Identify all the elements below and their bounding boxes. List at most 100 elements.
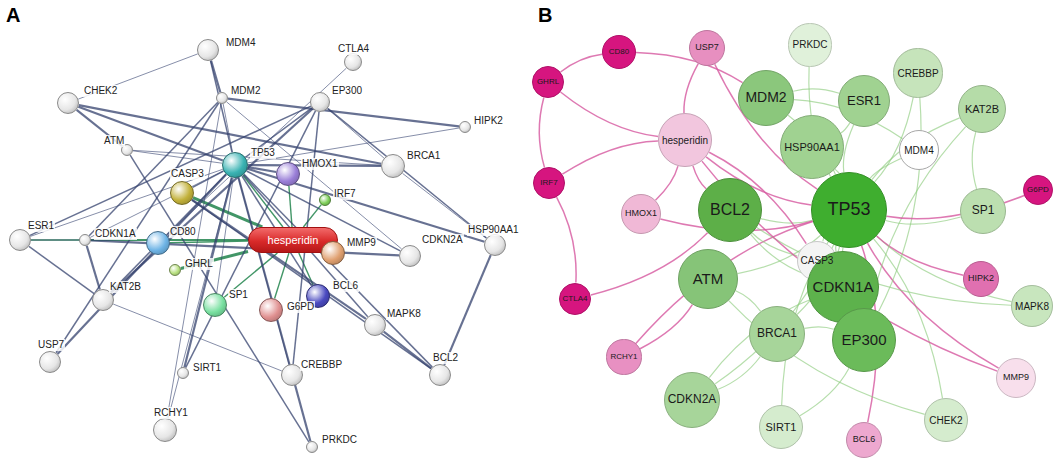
interaction-edge (736, 291, 761, 312)
network-node: ESR1 (838, 75, 890, 127)
node-label: RCHY1 (610, 353, 637, 362)
node-label: MDM4 (904, 145, 933, 156)
network-node: BCL2 (698, 178, 762, 242)
node-label: PRKDC (321, 434, 358, 446)
network-node: SP1 (960, 188, 1006, 234)
node-label: EP300 (331, 85, 363, 97)
node-label: ESR1 (847, 94, 881, 108)
node-label: GHRL (184, 258, 214, 270)
interaction-edge (718, 356, 760, 389)
interaction-edge (557, 197, 577, 282)
node-label: IRF7 (333, 188, 357, 200)
protein-sphere: SP1 (203, 293, 227, 317)
node-label: CASP3 (170, 168, 205, 180)
node-label: CHEK2 (929, 415, 962, 426)
node-label: ESR1 (27, 220, 55, 232)
node-label: IRF7 (540, 179, 557, 188)
node-label: CREBBP (897, 68, 938, 79)
protein-sphere: G6PD (259, 298, 283, 322)
interaction-edge (211, 61, 220, 93)
protein-sphere: MDM2 (216, 92, 228, 104)
node-label: MMP9 (346, 237, 377, 249)
node-label: USP7 (37, 339, 65, 351)
node-label: KAT2B (965, 103, 999, 115)
network-node: HMOX1 (621, 194, 661, 234)
node-label: CREBBP (300, 359, 343, 371)
network-node: TP53 (811, 172, 887, 248)
node-label: EP300 (841, 332, 886, 349)
node-label: PRKDC (792, 39, 827, 50)
node-label: TP53 (827, 200, 870, 220)
network-node: HIPK2 (963, 261, 999, 297)
protein-sphere: CD80 (146, 231, 170, 255)
node-label: ATM (103, 135, 125, 147)
network-node: MDM2 (738, 70, 794, 126)
node-label: MMP9 (1003, 373, 1029, 383)
interaction-edge (793, 89, 839, 93)
node-label: HMOX1 (301, 158, 339, 170)
network-node: CTLA4 (559, 283, 592, 316)
node-label: ATM (693, 271, 724, 288)
node-label: hesperidin (268, 234, 319, 246)
protein-sphere: HIPK2 (459, 121, 471, 133)
node-label: GHRL (537, 78, 559, 87)
interaction-edge (539, 97, 544, 167)
network-node: MAPK8 (1011, 285, 1053, 327)
node-label: SIRT1 (192, 362, 222, 374)
network-node: CREBBP (893, 48, 942, 97)
protein-sphere: ESR1 (9, 229, 31, 251)
protein-sphere: BRCA1 (381, 154, 405, 178)
interaction-edge (78, 54, 197, 99)
protein-sphere: BCL2 (429, 364, 451, 386)
protein-sphere: SIRT1 (177, 367, 189, 379)
network-node: MDM4 (899, 130, 939, 170)
interaction-edge (167, 68, 347, 235)
interaction-edge (170, 241, 248, 243)
protein-sphere: TP53 (222, 152, 248, 178)
interaction-edge (561, 54, 603, 72)
protein-sphere: MMP9 (321, 241, 345, 265)
node-label: TP53 (250, 147, 276, 159)
node-label: BCL2 (432, 352, 459, 364)
network-node: BCL6 (846, 422, 882, 458)
node-label: HMOX1 (625, 209, 657, 219)
interaction-edge (800, 368, 849, 416)
network-node: HSP90AA1 (780, 115, 844, 179)
network-node: CHEK2 (924, 398, 968, 442)
node-label: KAT2B (109, 281, 142, 293)
node-label: CTLA4 (563, 295, 588, 304)
node-label: HIPK2 (968, 274, 994, 284)
interaction-edge (636, 53, 743, 83)
protein-sphere: HSP90AA1 (484, 234, 506, 256)
node-label: CHEK2 (83, 85, 118, 97)
protein-sphere: CASP3 (170, 181, 194, 205)
interaction-edge (184, 178, 231, 368)
protein-sphere: USP7 (39, 351, 61, 373)
node-label: G6PD (286, 301, 315, 313)
interaction-edge (877, 236, 964, 275)
interaction-edge (870, 158, 901, 178)
interaction-edge (89, 102, 218, 235)
node-label: G6PD (1027, 186, 1049, 195)
node-label: CASP3 (801, 255, 834, 266)
interaction-edge (562, 141, 658, 174)
network-node: KAT2B (958, 85, 1006, 133)
interaction-edge (244, 174, 432, 367)
protein-sphere: MDM4 (197, 39, 219, 61)
interaction-edge (693, 166, 706, 189)
protein-sphere: IRF7 (319, 194, 331, 206)
node-label: HSP90AA1 (784, 141, 840, 153)
network-node: BRCA1 (749, 306, 805, 362)
network-node: RCHY1 (606, 339, 641, 374)
protein-sphere: PRKDC (306, 441, 318, 453)
network-node: EP300 (832, 308, 896, 372)
node-label: BCL6 (332, 280, 359, 292)
node-label: BCL2 (710, 201, 750, 219)
network-node: hesperidin (658, 113, 712, 167)
interaction-edge (972, 132, 976, 189)
interaction-edge (193, 198, 262, 227)
network-node: PRKDC (788, 23, 831, 66)
protein-sphere: EP300 (310, 92, 330, 112)
interaction-edge (841, 123, 850, 133)
node-label: MDM4 (225, 37, 256, 49)
